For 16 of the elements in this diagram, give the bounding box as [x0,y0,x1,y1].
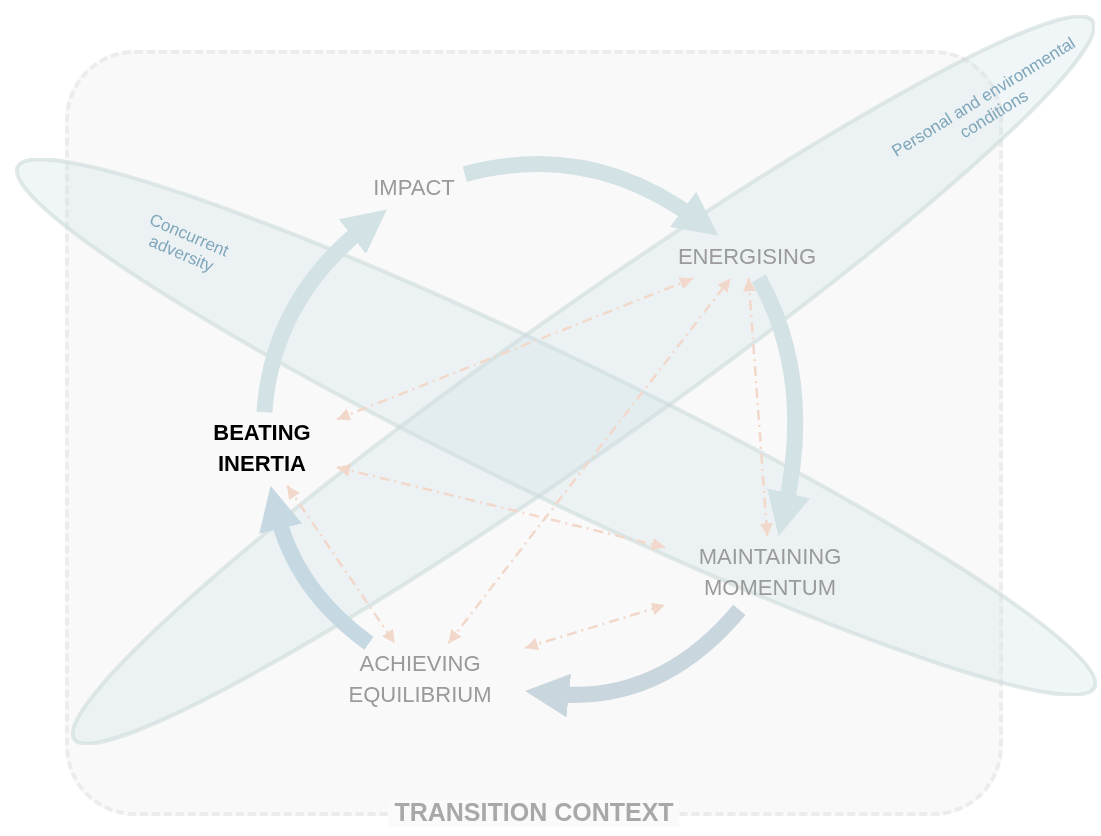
stage-label: BEATING INERTIA [187,412,337,486]
dash-dot-arrow [336,277,694,421]
dash-dot-arrow [524,602,666,651]
dash-dot-arrow [286,485,396,644]
cycle-arrow [256,208,387,413]
stage-label: ENERGISING [667,235,827,279]
stage-label: IMPACT [363,166,465,210]
cycle-arrow [462,156,719,235]
dash-dot-arrow [336,464,666,551]
stage-label: ACHIEVING EQUILIBRIUM [315,643,525,717]
stage-label: MAINTAINING MOMENTUM [665,536,875,610]
cycle-arrow [524,604,746,717]
dash-dot-arrow [743,278,773,537]
cycle-arrow [259,486,374,650]
dash-dot-arrow [447,277,732,644]
cycle-arrow [751,274,810,537]
